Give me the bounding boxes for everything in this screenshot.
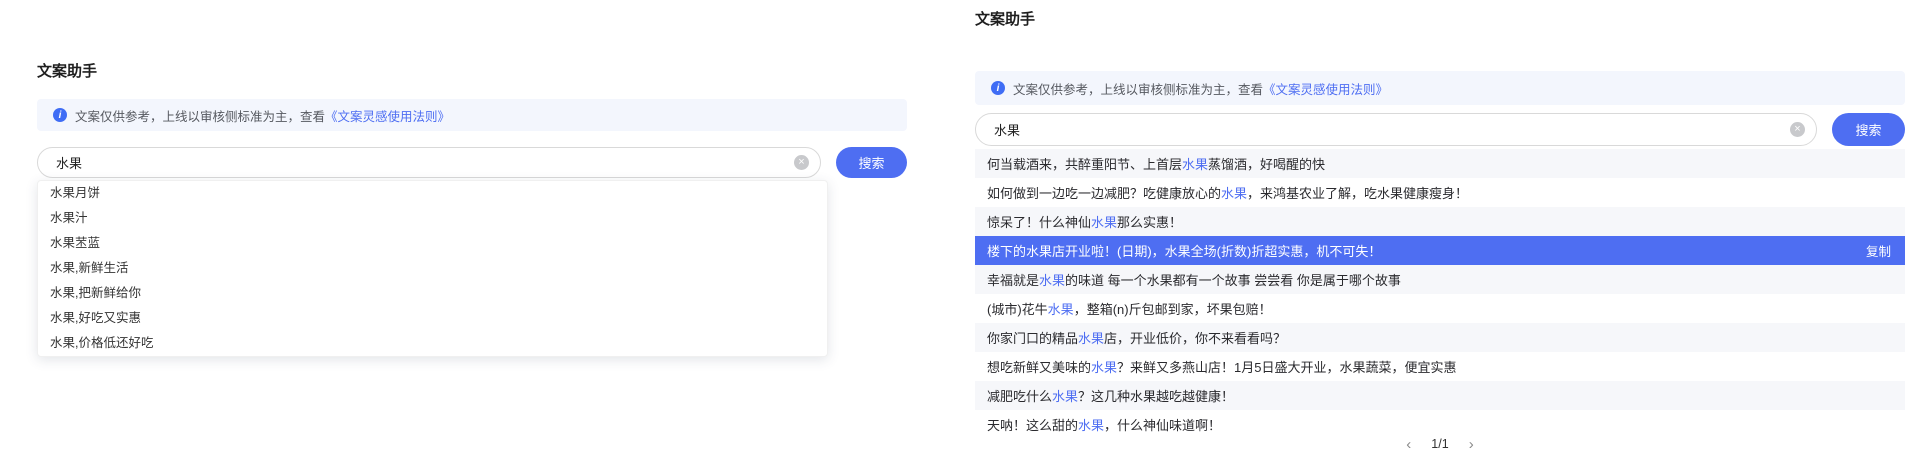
- keyword-highlight: 水果: [1078, 331, 1105, 346]
- clear-icon[interactable]: ×: [1790, 122, 1805, 137]
- page-title: 文案助手: [37, 63, 98, 80]
- search-field[interactable]: [976, 114, 1790, 145]
- result-text: 减肥吃什么水果？这几种水果越吃越健康！: [987, 389, 1235, 404]
- keyword-highlight: 水果: [1091, 215, 1118, 230]
- page-indicator: 1/1: [1431, 437, 1449, 451]
- result-row[interactable]: (城市)花牛水果，整箱(n)斤包邮到家，坏果包赔！: [975, 294, 1905, 323]
- search-input[interactable]: ×: [975, 113, 1817, 146]
- keyword-highlight: 水果: [1078, 418, 1105, 433]
- result-row[interactable]: 惊呆了！什么神仙水果那么实惠！: [975, 207, 1905, 236]
- result-row[interactable]: 幸福就是水果的味道 每一个水果都有一个故事 尝尝看 你是属于哪个故事: [975, 265, 1905, 294]
- suggestion-item[interactable]: 水果汁: [50, 211, 88, 225]
- keyword-highlight: 水果: [1091, 360, 1118, 375]
- keyword-highlight: 水果: [1039, 273, 1066, 288]
- result-row-selected[interactable]: 楼下的水果店开业啦！(日期)，水果全场(折数)折超实惠，机不可失！ 复制: [975, 236, 1905, 265]
- result-text: 惊呆了！什么神仙水果那么实惠！: [987, 215, 1183, 230]
- result-row[interactable]: 减肥吃什么水果？这几种水果越吃越健康！: [975, 381, 1905, 410]
- suggestion-item[interactable]: 水果,好吃又实惠: [50, 311, 141, 325]
- result-text: (城市)花牛水果，整箱(n)斤包邮到家，坏果包赔！: [987, 302, 1272, 317]
- search-input[interactable]: ×: [37, 147, 821, 178]
- clear-icon[interactable]: ×: [794, 155, 809, 170]
- suggestion-item[interactable]: 水果,价格低还好吃: [50, 336, 154, 350]
- keyword-highlight: 水果: [1221, 186, 1248, 201]
- result-text: 天呐！这么甜的水果，什么神仙味道啊！: [987, 418, 1222, 433]
- next-page-icon[interactable]: ›: [1468, 435, 1474, 452]
- search-field[interactable]: [38, 148, 794, 177]
- suggestion-item[interactable]: 水果苤蓝: [50, 236, 101, 250]
- keyword-highlight: 水果: [1052, 389, 1079, 404]
- result-text: 如何做到一边吃一边减肥？吃健康放心的水果，来鸿基农业了解，吃水果健康瘦身！: [987, 186, 1469, 201]
- page-title: 文案助手: [975, 11, 1036, 28]
- notice-text: 文案仅供参考，上线以审核侧标准为主，查看: [1013, 82, 1264, 97]
- suggestions-dropdown: 水果月饼水果汁水果苤蓝水果,新鲜生活水果,把新鲜给你水果,好吃又实惠水果,价格低…: [37, 180, 828, 357]
- result-row[interactable]: 如何做到一边吃一边减肥？吃健康放心的水果，来鸿基农业了解，吃水果健康瘦身！: [975, 178, 1905, 207]
- result-text: 幸福就是水果的味道 每一个水果都有一个故事 尝尝看 你是属于哪个故事: [987, 273, 1401, 288]
- keyword-highlight: 水果: [1182, 157, 1209, 172]
- suggestion-item[interactable]: 水果,新鲜生活: [50, 261, 129, 275]
- result-row[interactable]: 想吃新鲜又美味的水果？来鲜又多燕山店！1月5日盛大开业，水果蔬菜，便宜实惠: [975, 352, 1905, 381]
- result-text: 何当载酒来，共醉重阳节、上首层水果蒸馏酒，好喝醒的快: [987, 157, 1326, 172]
- info-icon: i: [991, 81, 1005, 95]
- search-button[interactable]: 搜索: [836, 147, 907, 178]
- suggestion-item[interactable]: 水果月饼: [50, 186, 101, 200]
- result-text: 你家门口的精品水果店，开业低价，你不来看看吗？: [987, 331, 1287, 346]
- search-button[interactable]: 搜索: [1832, 113, 1905, 146]
- pagination: ‹ 1/1 ›: [975, 436, 1905, 452]
- result-row[interactable]: 天呐！这么甜的水果，什么神仙味道啊！: [975, 410, 1905, 439]
- copy-button[interactable]: 复制: [1865, 245, 1891, 259]
- notice-text: 文案仅供参考，上线以审核侧标准为主，查看: [75, 109, 326, 124]
- keyword-highlight: 水果: [1047, 302, 1074, 317]
- result-row[interactable]: 何当载酒来，共醉重阳节、上首层水果蒸馏酒，好喝醒的快: [975, 149, 1905, 178]
- notice-banner: i 文案仅供参考，上线以审核侧标准为主，查看 《文案灵感使用法则》: [37, 99, 907, 131]
- result-row[interactable]: 你家门口的精品水果店，开业低价，你不来看看吗？: [975, 323, 1905, 352]
- info-icon: i: [53, 108, 67, 122]
- results-list: 何当载酒来，共醉重阳节、上首层水果蒸馏酒，好喝醒的快如何做到一边吃一边减肥？吃健…: [975, 149, 1905, 439]
- notice-banner: i 文案仅供参考，上线以审核侧标准为主，查看 《文案灵感使用法则》: [975, 71, 1905, 105]
- usage-rules-link[interactable]: 《文案灵感使用法则》: [325, 109, 451, 124]
- usage-rules-link[interactable]: 《文案灵感使用法则》: [1263, 82, 1389, 97]
- prev-page-icon[interactable]: ‹: [1406, 435, 1412, 452]
- suggestion-item[interactable]: 水果,把新鲜给你: [50, 286, 141, 300]
- result-text: 楼下的水果店开业啦！(日期)，水果全场(折数)折超实惠，机不可失！: [987, 244, 1382, 259]
- result-text: 想吃新鲜又美味的水果？来鲜又多燕山店！1月5日盛大开业，水果蔬菜，便宜实惠: [987, 360, 1457, 375]
